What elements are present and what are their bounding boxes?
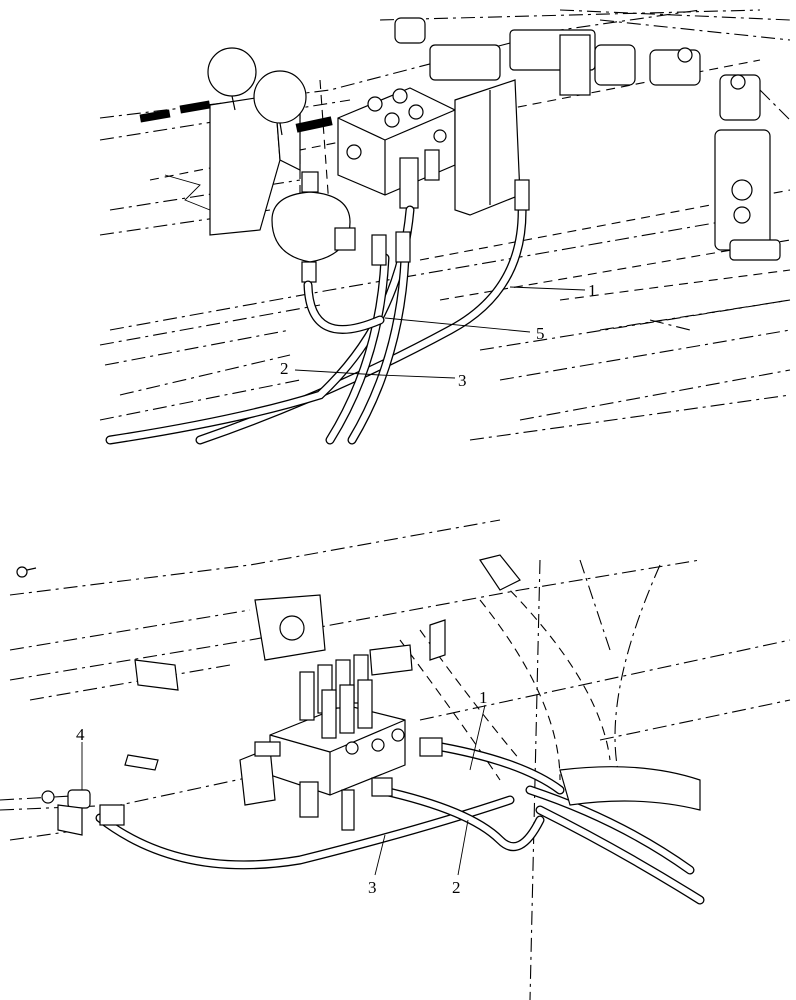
lower-brackets (124, 554, 521, 771)
lower-valve-bank (239, 654, 406, 831)
upper-view: 1 5 2 3 (99, 9, 791, 445)
callout-2-upper: 2 (280, 359, 289, 378)
callout-5-upper: 5 (536, 324, 545, 343)
upper-right-components (394, 17, 781, 261)
upper-callouts: 1 5 2 3 (280, 281, 597, 390)
accumulator (271, 171, 356, 283)
lower-callouts: 4 1 3 2 (76, 688, 488, 897)
pressure-gauges (207, 47, 307, 136)
lower-hoses (95, 737, 705, 905)
upper-valve-block (337, 87, 456, 209)
callout-3-lower: 3 (368, 878, 377, 897)
callout-2-lower: 2 (452, 878, 461, 897)
callout-4-lower: 4 (76, 725, 85, 744)
upper-hoses (105, 179, 530, 445)
callout-1-lower: 1 (479, 688, 488, 707)
marker-icon (16, 566, 37, 578)
callout-1-upper: 1 (588, 281, 597, 300)
callout-3-upper: 3 (458, 371, 467, 390)
fitting-4 (41, 789, 91, 836)
upper-plate-bracket (454, 79, 521, 216)
lower-view: 4 1 3 2 (0, 519, 791, 1000)
